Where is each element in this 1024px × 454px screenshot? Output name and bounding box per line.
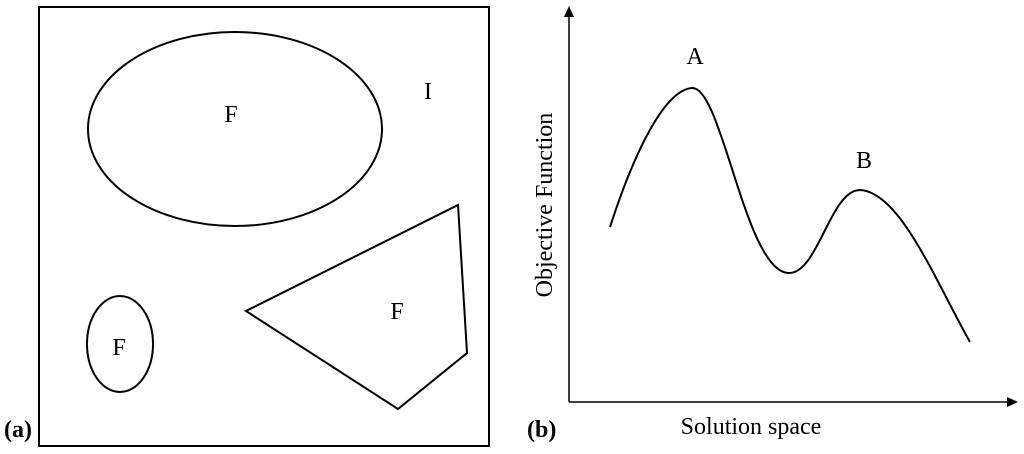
search-space-box	[38, 6, 490, 447]
feasible-region-large-ellipse	[87, 31, 383, 227]
x-axis-title: Solution space	[681, 414, 822, 440]
panel-b-label: (b)	[527, 417, 556, 443]
panel-b: A B Objective Function Solution space (b…	[527, 6, 1018, 443]
feasible-region-small-ellipse	[86, 295, 154, 393]
peak-b-label: B	[856, 148, 872, 174]
panel-a: F I F F (a)	[4, 6, 490, 447]
panel-a-label: (a)	[4, 417, 32, 443]
y-axis-title: Objective Function	[532, 113, 558, 298]
x-axis-arrowhead	[1007, 397, 1018, 407]
feasible-label-polygon: F	[390, 299, 403, 325]
feasible-region-polygon	[243, 203, 469, 411]
feasible-label-small: F	[112, 335, 125, 361]
feasible-label-large: F	[224, 102, 237, 128]
objective-function-curve	[609, 86, 971, 343]
y-axis-arrowhead	[564, 6, 574, 17]
infeasible-label: I	[424, 79, 432, 105]
peak-a-label: A	[686, 44, 704, 70]
